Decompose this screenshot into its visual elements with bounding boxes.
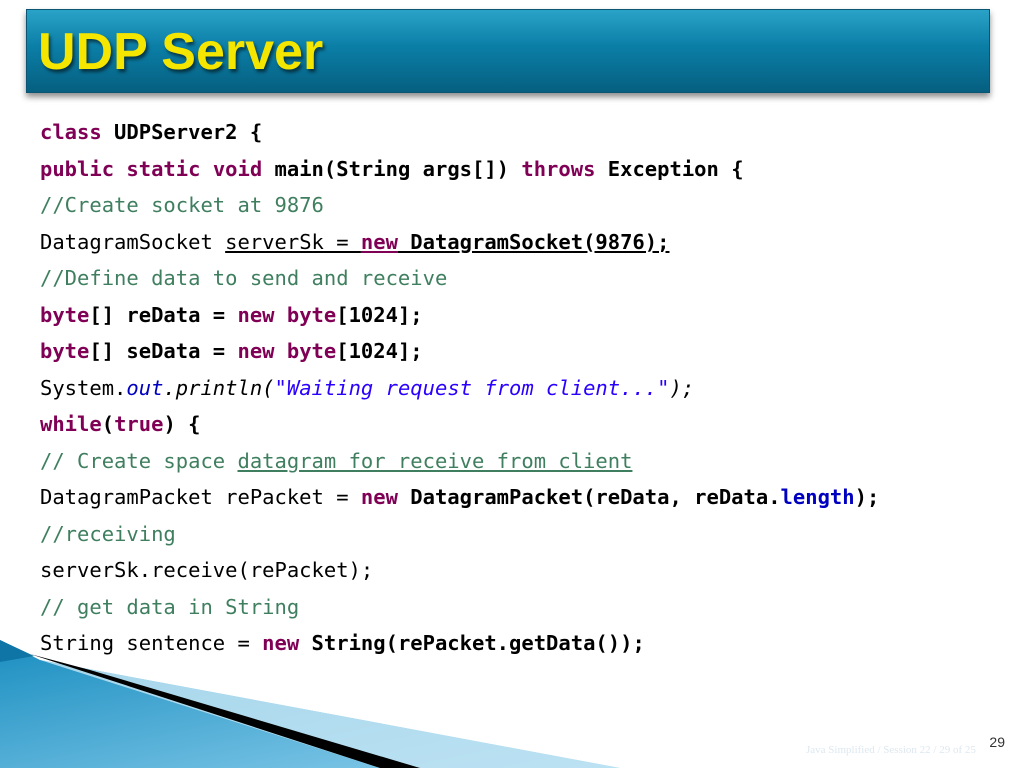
slide-title: UDP Server xyxy=(38,23,324,81)
code-token: String(rePacket.getData()); xyxy=(299,631,645,655)
code-token: DatagramSocket(9876); xyxy=(397,229,670,254)
code-token: ); xyxy=(669,375,695,400)
code-token: ); xyxy=(854,485,880,509)
code-line-10: // Create space datagram for receive fro… xyxy=(40,443,1010,480)
code-token: .println( xyxy=(163,375,275,400)
code-token: new xyxy=(237,302,275,327)
code-token: ) { xyxy=(163,412,201,436)
code-token: String sentence = xyxy=(40,631,263,655)
code-token: [] reData = xyxy=(89,302,238,327)
code-token: DatagramPacket rePacket = xyxy=(40,485,361,509)
code-token: main(String args[]) xyxy=(262,156,522,181)
code-line-11: DatagramPacket rePacket = new DatagramPa… xyxy=(40,479,1010,516)
code-token: new xyxy=(360,485,398,509)
code-comment: //Create socket at 9876 xyxy=(40,193,324,217)
code-token: void xyxy=(212,156,263,181)
code-token: ( xyxy=(101,412,115,436)
code-token: public xyxy=(40,156,115,181)
code-token: serverSk = xyxy=(225,229,361,254)
code-token: byte xyxy=(40,302,90,327)
code-line-7: byte[] seData = new byte[1024]; xyxy=(40,333,1010,370)
code-line-8: System.out.println("Waiting request from… xyxy=(40,370,1010,407)
slide-title-bar: UDP Server xyxy=(26,9,990,93)
slide-footer: Java Simplified / Session 22 / 29 of 25 xyxy=(806,744,976,756)
code-token: byte xyxy=(286,339,337,363)
code-comment: // get data in String xyxy=(40,594,300,619)
code-line-13: serverSk.receive(rePacket); xyxy=(40,552,1010,589)
code-token: true xyxy=(114,412,164,436)
code-comment: //Define data to send and receive xyxy=(40,266,448,290)
code-token: static xyxy=(126,156,201,181)
code-token: throws xyxy=(521,156,596,181)
code-line-3: //Create socket at 9876 xyxy=(40,187,1010,224)
corner-decoration xyxy=(0,640,620,768)
code-comment: //receiving xyxy=(40,521,176,546)
code-line-6: byte[] reData = new byte[1024]; xyxy=(40,297,1010,334)
code-block: class UDPServer2 { public static void ma… xyxy=(40,114,1010,662)
code-token: [1024]; xyxy=(336,302,423,327)
code-token: UDPServer2 { xyxy=(101,120,263,144)
code-line-9: while(true) { xyxy=(40,406,1010,443)
code-string: "Waiting request from client..." xyxy=(274,375,670,400)
code-token xyxy=(275,339,287,363)
code-comment: datagram for receive from client xyxy=(237,448,633,473)
code-line-14: // get data in String xyxy=(40,589,1010,626)
code-token: class xyxy=(40,120,102,144)
code-line-15: String sentence = new String(rePacket.ge… xyxy=(40,625,1010,662)
code-token xyxy=(114,157,126,181)
code-token: length xyxy=(780,485,855,509)
code-token: Exception { xyxy=(595,156,744,181)
code-token: new xyxy=(262,631,300,655)
code-line-1: class UDPServer2 { xyxy=(40,114,1010,151)
code-token: [1024]; xyxy=(336,339,423,363)
code-token: DatagramSocket xyxy=(40,229,226,254)
code-comment: // Create space xyxy=(40,448,238,473)
code-line-4: DatagramSocket serverSk = new DatagramSo… xyxy=(40,224,1010,261)
code-token: byte xyxy=(40,339,90,363)
code-line-12: //receiving xyxy=(40,516,1010,553)
code-token: [] seData = xyxy=(89,339,238,363)
code-token: while xyxy=(40,412,102,436)
code-line-5: //Define data to send and receive xyxy=(40,260,1010,297)
code-token: serverSk.receive(rePacket); xyxy=(40,558,374,582)
code-token: DatagramPacket(reData, reData. xyxy=(397,485,781,509)
code-token: new xyxy=(237,339,275,363)
page-number: 29 xyxy=(989,734,1005,750)
code-token xyxy=(275,303,287,327)
code-token: new xyxy=(360,229,398,254)
code-token xyxy=(200,157,212,181)
code-token: out xyxy=(126,375,164,400)
code-token: System. xyxy=(40,375,127,400)
code-token: byte xyxy=(286,302,337,327)
code-line-2: public static void main(String args[]) t… xyxy=(40,151,1010,188)
